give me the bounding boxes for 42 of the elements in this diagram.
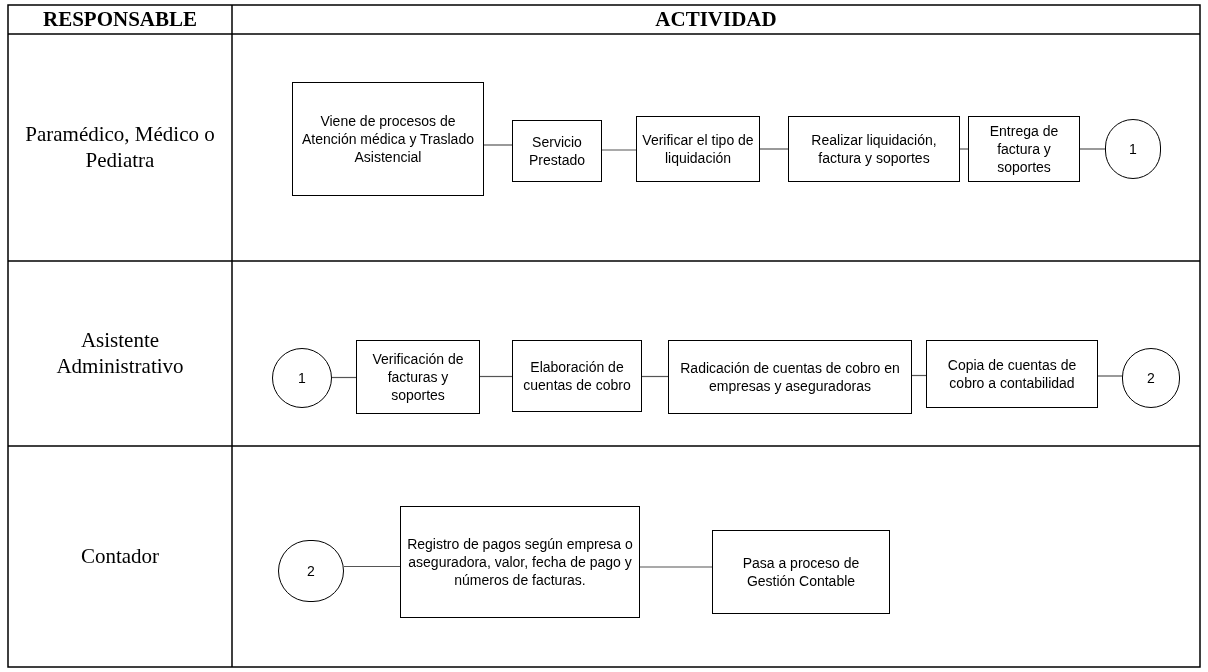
step-text: Pasa a proceso de Gestión Contable bbox=[741, 553, 861, 591]
process-box bbox=[926, 340, 1098, 408]
process-box bbox=[968, 116, 1080, 182]
step-text: Elaboración de cuentas de cobro bbox=[522, 357, 632, 395]
connector-line bbox=[639, 566, 713, 568]
connector-line bbox=[331, 376, 357, 379]
process-box bbox=[292, 82, 484, 196]
step-text: Verificación de facturas y soportes bbox=[371, 349, 465, 405]
process-box bbox=[400, 506, 640, 618]
role-label: Asistente Administrativo bbox=[55, 326, 185, 380]
connector-line bbox=[759, 148, 789, 150]
connector-line bbox=[1079, 148, 1106, 150]
step-text: Viene de procesos de Atención médica y Traslado Asistencial bbox=[301, 111, 475, 167]
connector-number: 1 bbox=[298, 368, 306, 388]
column-header: RESPONSABLE bbox=[41, 6, 198, 33]
connector-line bbox=[601, 149, 637, 151]
connector-number: 1 bbox=[1129, 139, 1137, 159]
step-text: Servicio Prestado bbox=[527, 132, 586, 170]
step-text: Registro de pagos según empresa o aseguradora, valor, fecha de pago y números de facturas. bbox=[406, 534, 634, 590]
step-text: Entrega de factura y soportes bbox=[988, 121, 1060, 177]
connector-line bbox=[959, 148, 969, 150]
role-label: Contador bbox=[79, 543, 161, 570]
column-header: ACTIVIDAD bbox=[654, 6, 778, 33]
process-box bbox=[788, 116, 960, 182]
connector-number: 2 bbox=[307, 561, 315, 581]
connector-line bbox=[641, 375, 669, 378]
process-box bbox=[636, 116, 760, 182]
process-box bbox=[356, 340, 480, 414]
process-box bbox=[512, 120, 602, 182]
step-text: Realizar liquidación, factura y soportes bbox=[810, 130, 938, 168]
process-box bbox=[668, 340, 912, 414]
step-text: Verificar el tipo de liquidación bbox=[641, 130, 755, 168]
role-label: Paramédico, Médico o Pediatra bbox=[24, 120, 216, 174]
step-text: Copia de cuentas de cobro a contabilidad bbox=[946, 355, 1078, 393]
process-box bbox=[512, 340, 642, 412]
process-box bbox=[712, 530, 890, 614]
connector-line bbox=[343, 565, 401, 568]
connector-number: 2 bbox=[1147, 368, 1155, 388]
step-text: Radicación de cuentas de cobro en empresas y aseguradoras bbox=[679, 358, 901, 396]
connector-line bbox=[479, 375, 513, 378]
connector-line bbox=[483, 144, 513, 146]
connector-line bbox=[1097, 375, 1123, 377]
